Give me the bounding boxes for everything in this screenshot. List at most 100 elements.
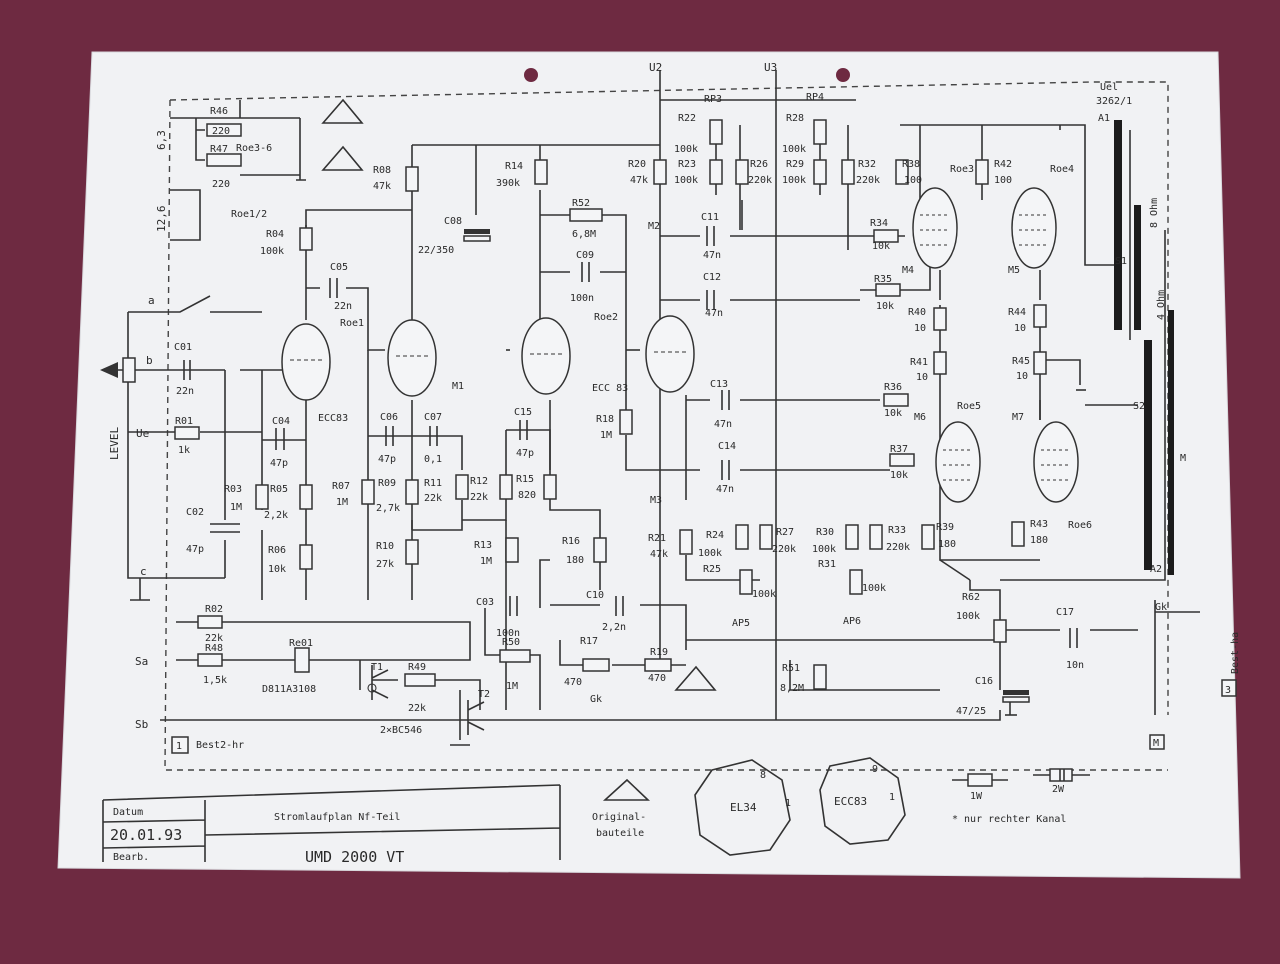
r47-value: 220 [212,179,230,190]
r30-ref: R30 [816,527,834,538]
r45-value: 10 [1016,371,1028,382]
datum-value: 20.01.93 [110,826,182,844]
roe2-ref: Roe2 [594,312,618,323]
r08-value: 47k [373,181,391,192]
r18-value: 1M [600,430,612,441]
r36-value: 10k [884,408,902,419]
r47-ref: R47 [210,144,228,155]
legend-ecc83-pin1: 1 [889,792,895,803]
r38-ref: R38 [902,159,920,170]
r30-value: 100k [812,544,836,555]
roe3-ref: Roe3 [950,164,974,175]
c17-ref: C17 [1056,607,1074,618]
r17-value: 470 [564,677,582,688]
r22-value: 100k [674,144,698,155]
level-label: LEVEL [108,427,121,460]
r09-value: 2,7k [376,503,400,514]
node-Sb: Sb [135,718,148,731]
c09-value: 100n [570,293,594,304]
node-Uel-number: 3262/1 [1096,96,1132,107]
r21-value: 47k [650,549,668,560]
r25-value: 100k [752,589,776,600]
c07-value: 0,1 [424,454,442,465]
ap6-ref: AP6 [843,616,861,627]
c17-value: 10n [1066,660,1084,671]
c10-value: 2,2n [602,622,626,633]
r05-ref: R05 [270,484,288,495]
c03-value: 100n [496,628,520,639]
r44-value: 10 [1014,323,1026,334]
node-M: M [1180,453,1186,464]
r24-ref: R24 [706,530,724,541]
r07-ref: R07 [332,481,350,492]
node-U3: U3 [764,61,777,74]
node-Sa: Sa [135,655,148,668]
r11-value: 22k [424,493,442,504]
legend-el34-pin1: 1 [785,798,791,809]
r34-value: 10k [872,241,890,252]
c08-value: 22/350 [418,245,454,256]
c14-ref: C14 [718,441,736,452]
r51-value: 8,2M [780,683,804,694]
r46-ref: R46 [210,106,228,117]
r06-value: 10k [268,564,286,575]
rp4-ref: RP4 [806,92,824,103]
node-M5: M5 [1008,265,1020,276]
r14-value: 390k [496,178,520,189]
legend-original-line2: bauteile [596,828,644,839]
node-M2: M2 [648,221,660,232]
r12-ref: R12 [470,476,488,487]
r29-ref: R29 [786,159,804,170]
r41-ref: R41 [910,357,928,368]
r35-ref: R35 [874,274,892,285]
c03-ref: C03 [476,597,494,608]
c14-value: 47n [716,484,734,495]
c15-ref: C15 [514,407,532,418]
r27-value: 220k [772,544,796,555]
node-M3: M3 [650,495,662,506]
r22-ref: R22 [678,113,696,124]
r35-value: 10k [876,301,894,312]
r20-value: 47k [630,175,648,186]
c05-value: 22n [334,301,352,312]
r18-ref: R18 [596,414,614,425]
c08-ref: C08 [444,216,462,227]
r43-value: 180 [1030,535,1048,546]
legend-el34-pin8: 8 [760,770,766,781]
r37-value: 10k [890,470,908,481]
gk-label: Gk [590,694,602,705]
node-A1: A1 [1098,113,1110,124]
r10-ref: R10 [376,541,394,552]
transistor-type: 2×BC546 [380,725,422,736]
r62-value: 100k [956,611,980,622]
legend-note: * nur rechter Kanal [952,814,1066,825]
r19-ref: R19 [650,647,668,658]
r01-ref: R01 [175,416,193,427]
r52-ref: R52 [572,198,590,209]
roe4-ref: Roe4 [1050,164,1074,175]
ohm-8-label: 8 Ohm [1149,198,1160,228]
connector-3-label: Best-ha [1230,632,1241,674]
r28-value: 100k [782,144,806,155]
c01-value: 22n [176,386,194,397]
r05-value: 2,2k [264,510,288,521]
r50-value: 1M [506,681,518,692]
r52-value: 6,8M [572,229,596,240]
c16-ref: C16 [975,676,993,687]
r42-value: 100 [994,175,1012,186]
bearb-label: Bearb. [113,852,149,863]
r26-value: 220k [748,175,772,186]
r09-ref: R09 [378,478,396,489]
c06-value: 47p [378,454,396,465]
r39-ref: R39 [936,522,954,533]
r49-value: 22k [408,703,426,714]
c06-ref: C06 [380,412,398,423]
r34-ref: R34 [870,218,888,229]
r03-ref: R03 [224,484,242,495]
r02-value: 22k [205,633,223,644]
r45-ref: R45 [1012,356,1030,367]
roe1-2-label: Roe1/2 [231,209,267,220]
pin-6-3: 6,3 [155,130,168,150]
r14-ref: R14 [505,161,523,172]
drawing-title: Stromlaufplan Nf-Teil [274,812,400,823]
